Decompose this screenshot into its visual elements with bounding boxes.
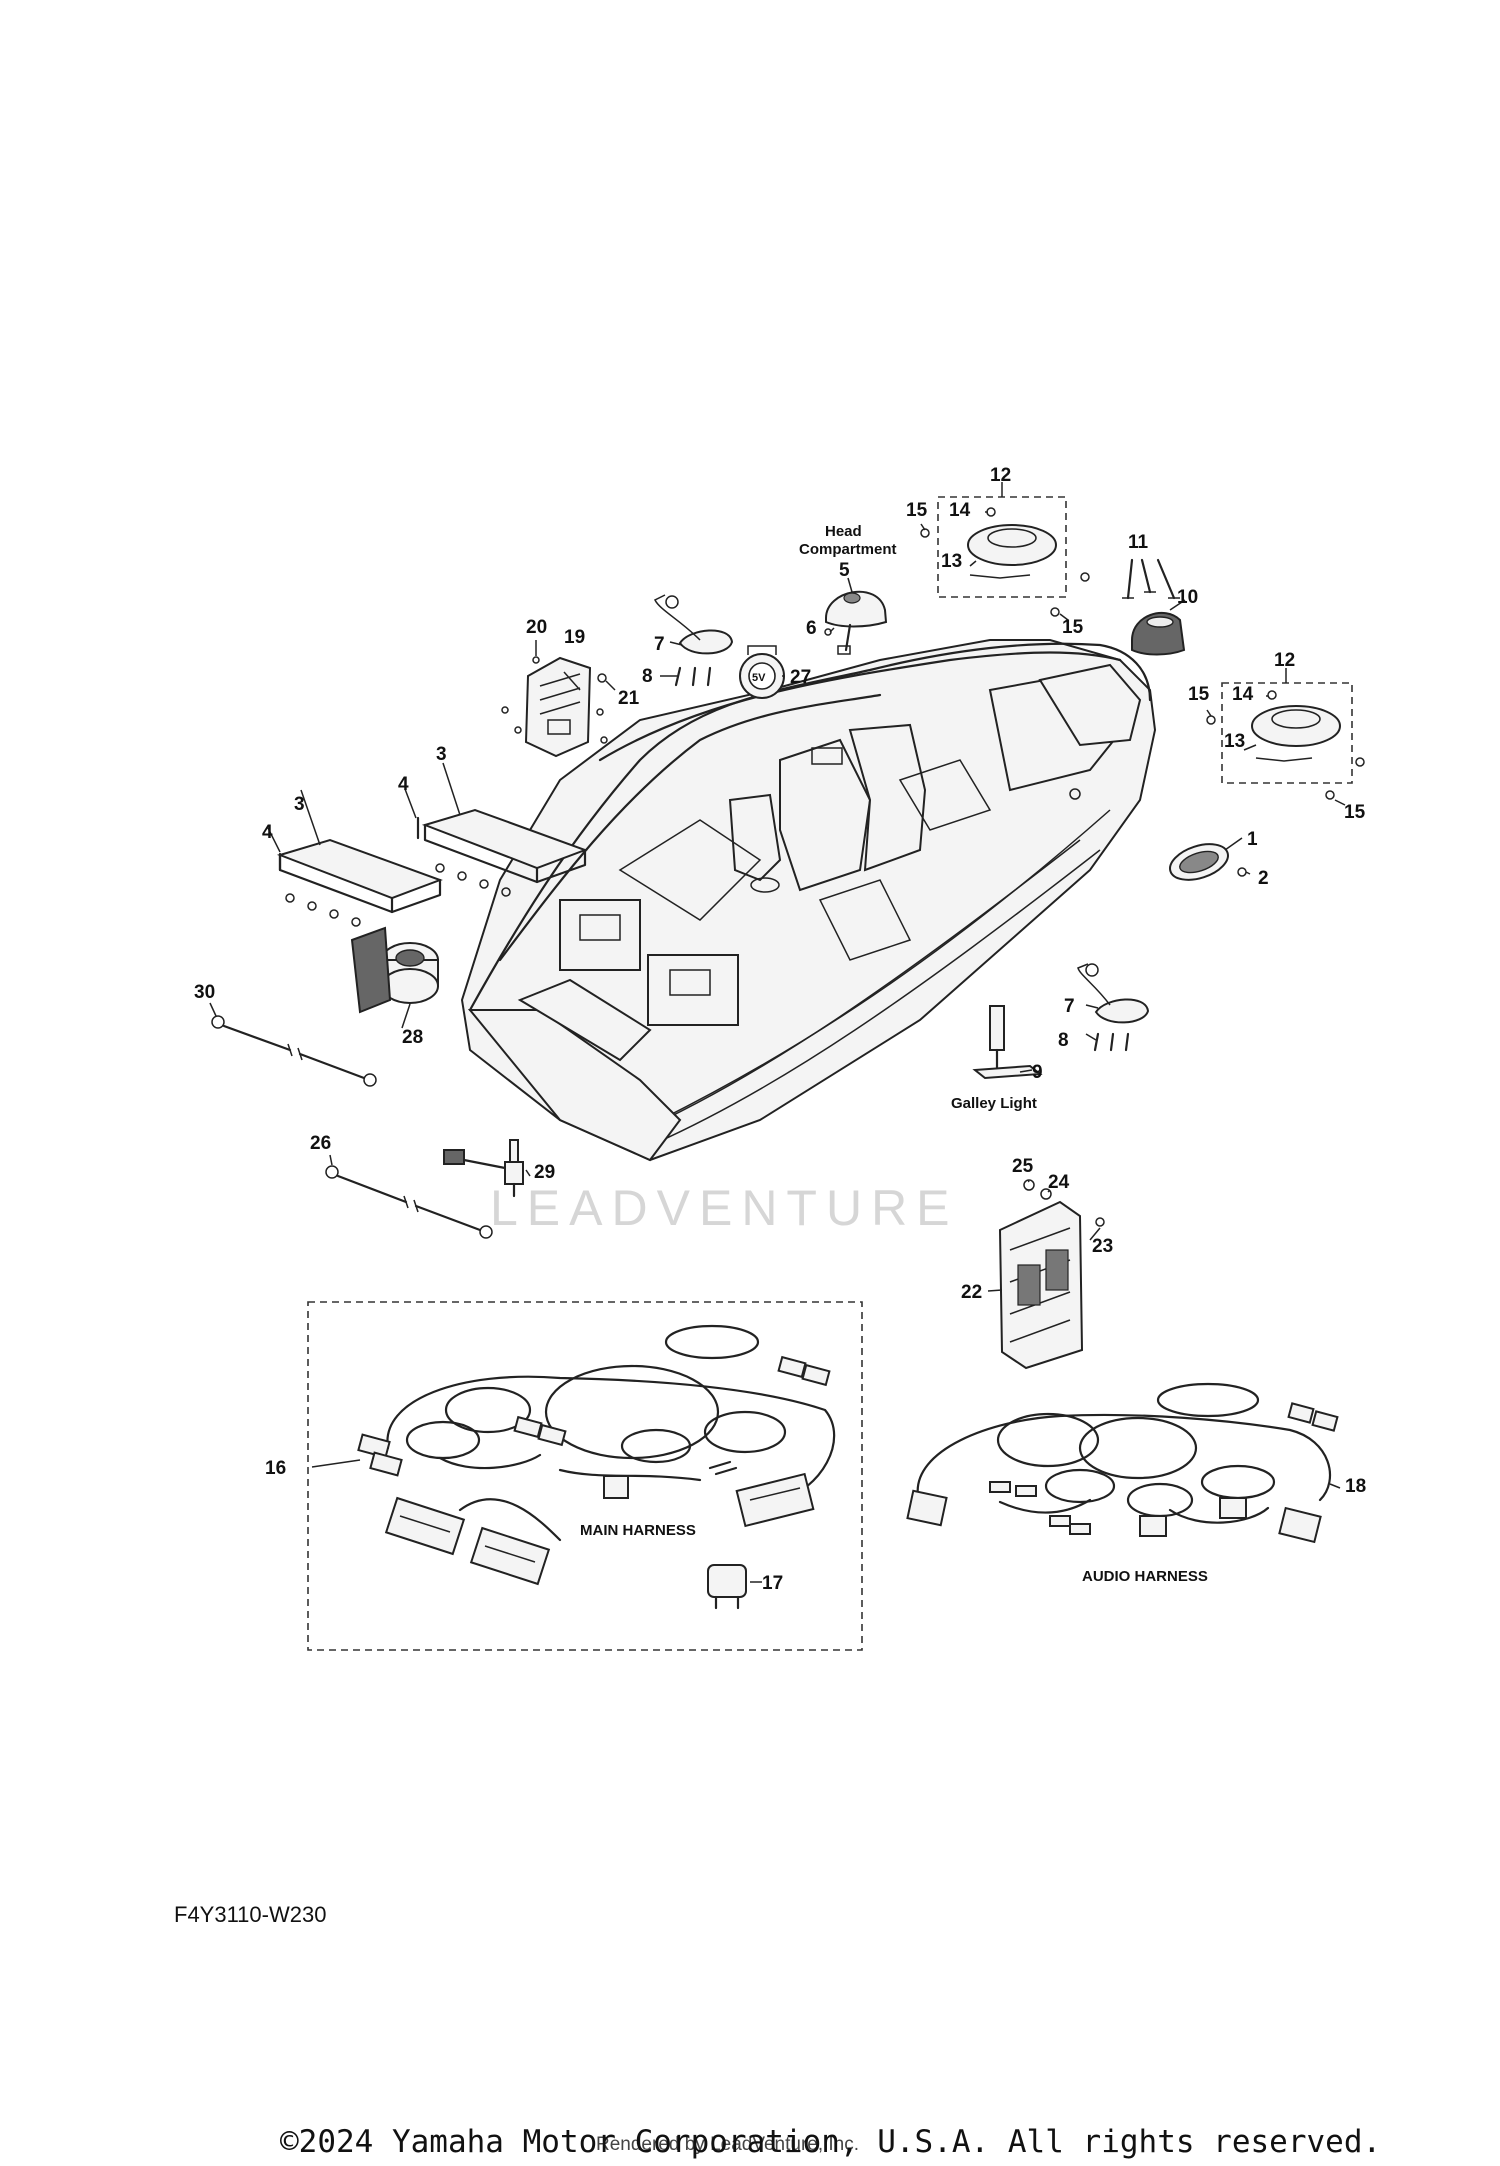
callout-16: 16	[265, 1458, 286, 1479]
usb-charger-27: 5V	[739, 645, 785, 699]
callout-2: 2	[1258, 868, 1269, 889]
switch-panel-19	[501, 656, 608, 758]
boat-hull	[460, 639, 1157, 1162]
callout-3-right: 3	[436, 744, 447, 765]
main-harness-caption: MAIN HARNESS	[580, 1522, 696, 1539]
callout-5: 5	[839, 560, 850, 581]
screw-21-icon	[597, 673, 607, 683]
assy-box-12-right	[1221, 682, 1353, 784]
callout-28: 28	[402, 1027, 423, 1048]
cabin-light-12-right	[1251, 690, 1341, 762]
callout-15-right-left: 15	[1188, 684, 1210, 705]
audio-harness-18	[906, 1382, 1339, 1544]
callout-1: 1	[1247, 829, 1258, 850]
light-7-lower	[1077, 963, 1150, 1024]
callout-24: 24	[1048, 1172, 1070, 1193]
callout-6: 6	[806, 618, 817, 639]
callout-26: 26	[310, 1133, 331, 1154]
power-outlet-28	[350, 926, 439, 1014]
callout-14-top: 14	[949, 500, 971, 521]
main-harness-16	[357, 1324, 836, 1586]
callout-15-top-left: 15	[906, 500, 928, 521]
light-7-top	[653, 594, 734, 655]
callout-19: 19	[564, 627, 585, 648]
screws-11	[1122, 558, 1180, 600]
bolts-4	[278, 816, 420, 872]
screw-2-icon	[1237, 867, 1247, 877]
sensor-29	[443, 1139, 524, 1198]
callout-22: 22	[961, 1282, 982, 1303]
usb-5v-label: 5V	[752, 672, 766, 684]
screw-15d-icon	[1206, 715, 1216, 725]
diagram-code: F4Y3110-W230	[174, 1902, 327, 1927]
watermark-text: LEADVENTURE	[490, 1180, 959, 1236]
head-compartment-caption-line1: Head	[825, 523, 862, 540]
relay-17	[707, 1564, 747, 1610]
screw-23-icon	[1095, 1217, 1105, 1227]
callout-4-left: 4	[262, 822, 273, 843]
callout-10: 10	[1177, 587, 1198, 608]
callout-13-right: 13	[1224, 731, 1245, 752]
callout-18: 18	[1345, 1476, 1366, 1497]
cable-26	[325, 1165, 493, 1239]
tray-3-right	[421, 808, 588, 897]
callout-12-top: 12	[990, 465, 1011, 486]
callout-25: 25	[1012, 1156, 1034, 1177]
screws-8-lower	[1093, 1032, 1130, 1052]
callout-9: 9	[1032, 1062, 1043, 1083]
head-compartment-light-5	[825, 590, 888, 655]
screw-20-icon	[532, 656, 540, 664]
galley-light-caption: Galley Light	[951, 1095, 1037, 1112]
rendered-by-text: Rendered by LeadVenture, Inc.	[596, 2134, 860, 2155]
tray-3-left	[276, 838, 443, 927]
galley-light-9	[972, 1005, 1043, 1080]
screws-8-top	[674, 666, 712, 687]
speaker-1	[1169, 843, 1229, 881]
callout-12-right: 12	[1274, 650, 1295, 671]
nut-25-icon	[1023, 1179, 1035, 1191]
callout-15-right-right: 15	[1344, 802, 1366, 823]
callout-8-lower: 8	[1058, 1030, 1069, 1051]
callout-14-right: 14	[1232, 684, 1254, 705]
head-compartment-caption-line2: Compartment	[799, 541, 897, 558]
callout-23: 23	[1092, 1236, 1113, 1257]
leader-lines	[209, 482, 1346, 1583]
screw-15a-icon	[920, 528, 930, 538]
callout-17: 17	[762, 1573, 783, 1594]
screw-15c-icon	[1050, 607, 1060, 617]
courtesy-light-10	[1131, 611, 1186, 656]
callout-11: 11	[1128, 532, 1149, 553]
bracket-22	[998, 1200, 1084, 1370]
callout-7-lower: 7	[1064, 996, 1075, 1017]
callout-13-top: 13	[941, 551, 962, 572]
callout-27: 27	[790, 667, 811, 688]
callout-7-top: 7	[654, 634, 665, 655]
callout-20: 20	[526, 617, 547, 638]
callout-29: 29	[534, 1162, 555, 1183]
callout-8-top: 8	[642, 666, 653, 687]
screw-15b-icon	[1080, 572, 1090, 582]
main-harness-box	[307, 1301, 863, 1651]
callout-15-top-right: 15	[1062, 617, 1084, 638]
washer-24-icon	[1040, 1188, 1052, 1200]
cable-30	[211, 1015, 377, 1087]
callout-3-left: 3	[294, 794, 305, 815]
callout-21: 21	[618, 688, 640, 709]
callout-30: 30	[194, 982, 215, 1003]
audio-harness-caption: AUDIO HARNESS	[1082, 1568, 1208, 1585]
callout-4-right: 4	[398, 774, 409, 795]
cabin-light-12-top	[967, 507, 1057, 579]
copyright-text: ©2024 Yamaha Motor Corporation, U.S.A. A…	[280, 2124, 1382, 2160]
